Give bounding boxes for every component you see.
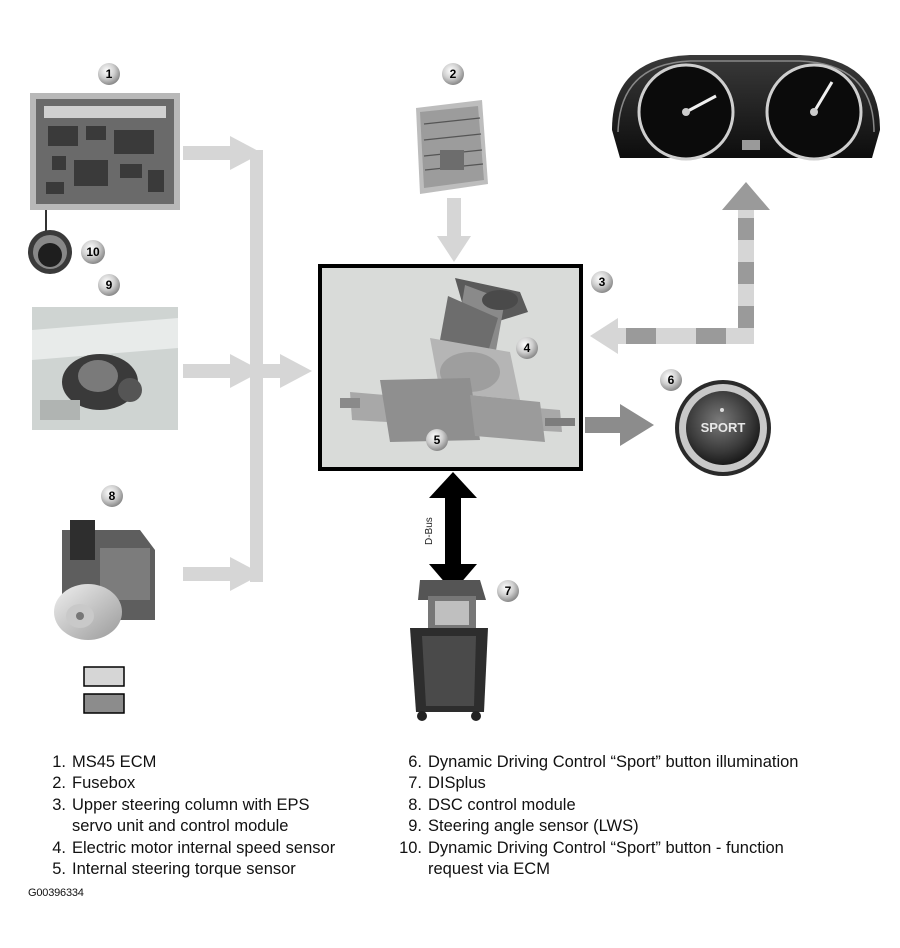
legend-swatch-light [83,666,125,687]
callout-6: 6 [660,369,682,391]
legend-swatch-dark [83,693,125,714]
svg-text:7: 7 [505,584,512,598]
callout-7: 7 [497,580,519,602]
callout-2: 2 [442,63,464,85]
callouts: 1 2 3 4 5 6 7 8 [81,63,682,602]
legend-item-continued: request via ECM [428,860,550,879]
bus-arrow [590,182,770,354]
callout-4: 4 [516,337,538,359]
svg-text:6: 6 [668,373,675,387]
steering-angle-sensor [32,307,178,430]
legend-item: 1.MS45 ECM [52,753,157,771]
instrument-cluster [612,55,880,161]
svg-text:10: 10 [86,245,100,259]
arrow-dsc-shaft [183,567,233,581]
system-diagram: D-Bus [28,55,880,721]
svg-text:9: 9 [106,278,113,292]
diagnostic-link-label: D-Bus [424,517,435,545]
legend-item: 8.DSC control module [408,795,576,814]
callout-9: 9 [98,274,120,296]
arrow-fusebox-shaft [447,198,461,238]
input-arrows [183,136,471,591]
fusebox [416,100,488,194]
diagnostic-link-arrow [429,472,477,592]
legend-item-continued: servo unit and control module [72,817,289,836]
sport-button-label: SPORT [701,420,746,435]
arrow-ecm-shaft [183,146,233,160]
callout-10: 10 [81,240,105,264]
input-collector-bar [250,150,263,582]
svg-text:5: 5 [434,433,441,447]
legend-item: 6.Dynamic Driving Control “Sport” button… [408,753,799,771]
legend-left-column: 1.MS45 ECM 2.Fusebox 3.Upper steering co… [48,752,335,880]
legend-item: 10.Dynamic Driving Control “Sport” butto… [399,838,784,857]
callout-1: 1 [98,63,120,85]
arrow-to-sport [585,404,654,446]
arrow-collector-head [280,354,312,388]
ecm-module [30,93,180,232]
sport-button-small [28,230,72,274]
dsc-module [54,520,155,640]
legend-item: 7.DISplus [408,774,486,793]
displus-tester [410,580,488,721]
legend-item: 4.Electric motor internal speed sensor [52,838,336,857]
svg-text:3: 3 [599,275,606,289]
callout-3: 3 [591,271,613,293]
legend-item: 9.Steering angle sensor (LWS) [408,817,639,836]
svg-text:8: 8 [109,489,116,503]
sport-button [675,380,771,476]
callout-5: 5 [426,429,448,451]
arrow-collector-shaft [262,364,282,378]
arrow-ecm-head [230,136,262,170]
svg-text:1: 1 [106,67,113,81]
arrow-fusebox-head [437,236,471,262]
arrow-lws-shaft [183,364,233,378]
legend-item: 5.Internal steering torque sensor [52,860,296,879]
svg-text:2: 2 [450,67,457,81]
arrow-dsc-head [230,557,262,591]
legend-right-column: 6.Dynamic Driving Control “Sport” button… [394,752,798,880]
figure-id: G00396334 [28,887,84,899]
arrow-lws-head [230,354,262,388]
legend-item: 3.Upper steering column with EPS [52,795,310,814]
central-unit [318,264,583,471]
legend-item: 2.Fusebox [52,774,136,793]
callout-8: 8 [101,485,123,507]
svg-text:4: 4 [524,341,531,355]
